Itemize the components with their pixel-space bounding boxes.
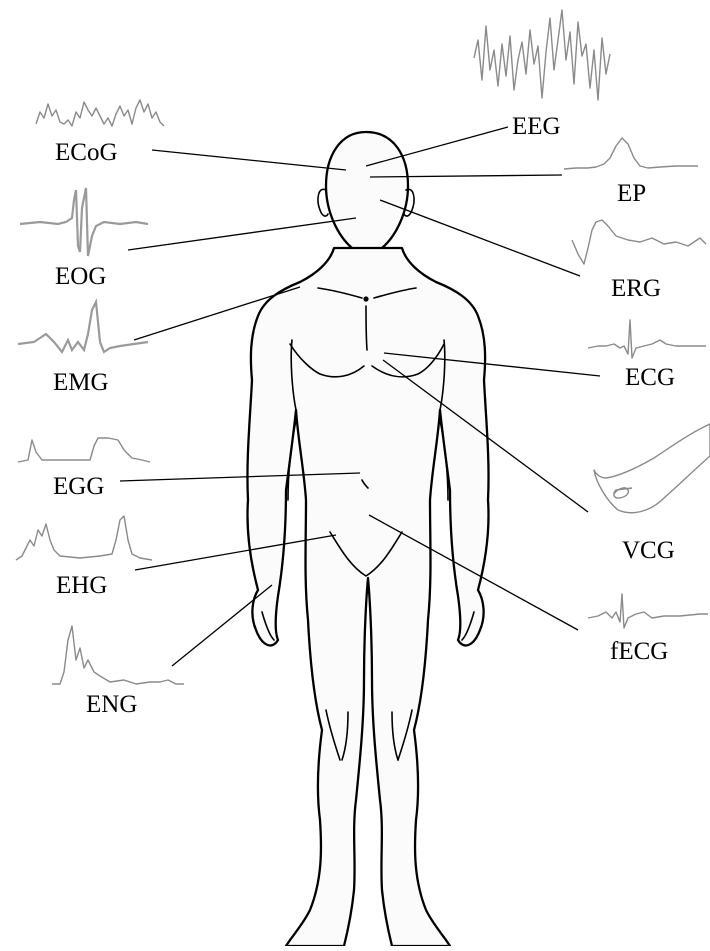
vcg-waveform bbox=[594, 424, 710, 513]
vcg-loop bbox=[614, 488, 632, 498]
ecog-leader bbox=[152, 150, 346, 170]
emg-waveform bbox=[18, 302, 148, 352]
label-egg: EGG bbox=[53, 473, 104, 500]
label-fecg: fECG bbox=[610, 638, 668, 665]
label-ehg: EHG bbox=[56, 572, 107, 599]
erg-waveform bbox=[572, 220, 706, 264]
body-silhouette bbox=[247, 248, 488, 946]
label-ecg: ECG bbox=[625, 364, 675, 391]
egg-waveform bbox=[18, 438, 150, 462]
ecg-waveform bbox=[588, 320, 706, 358]
eng-waveform bbox=[52, 626, 184, 684]
label-erg: ERG bbox=[611, 275, 661, 302]
ecog-waveform bbox=[36, 100, 164, 126]
label-emg: EMG bbox=[53, 369, 109, 396]
head-outline bbox=[326, 132, 408, 254]
ep-waveform bbox=[564, 138, 698, 169]
label-ecog: ECoG bbox=[55, 139, 118, 166]
label-eeg: EEG bbox=[512, 113, 561, 140]
eog-leader bbox=[128, 218, 356, 250]
eeg-waveform bbox=[474, 10, 610, 100]
fecg-waveform bbox=[588, 594, 708, 628]
label-ep: EP bbox=[617, 180, 646, 207]
human-body-figure bbox=[247, 132, 488, 946]
label-eog: EOG bbox=[55, 263, 106, 290]
neck-notch bbox=[363, 296, 368, 301]
label-vcg: VCG bbox=[622, 537, 675, 564]
label-eng: ENG bbox=[86, 691, 137, 718]
eog-waveform bbox=[20, 188, 148, 256]
ehg-waveform bbox=[16, 516, 152, 560]
